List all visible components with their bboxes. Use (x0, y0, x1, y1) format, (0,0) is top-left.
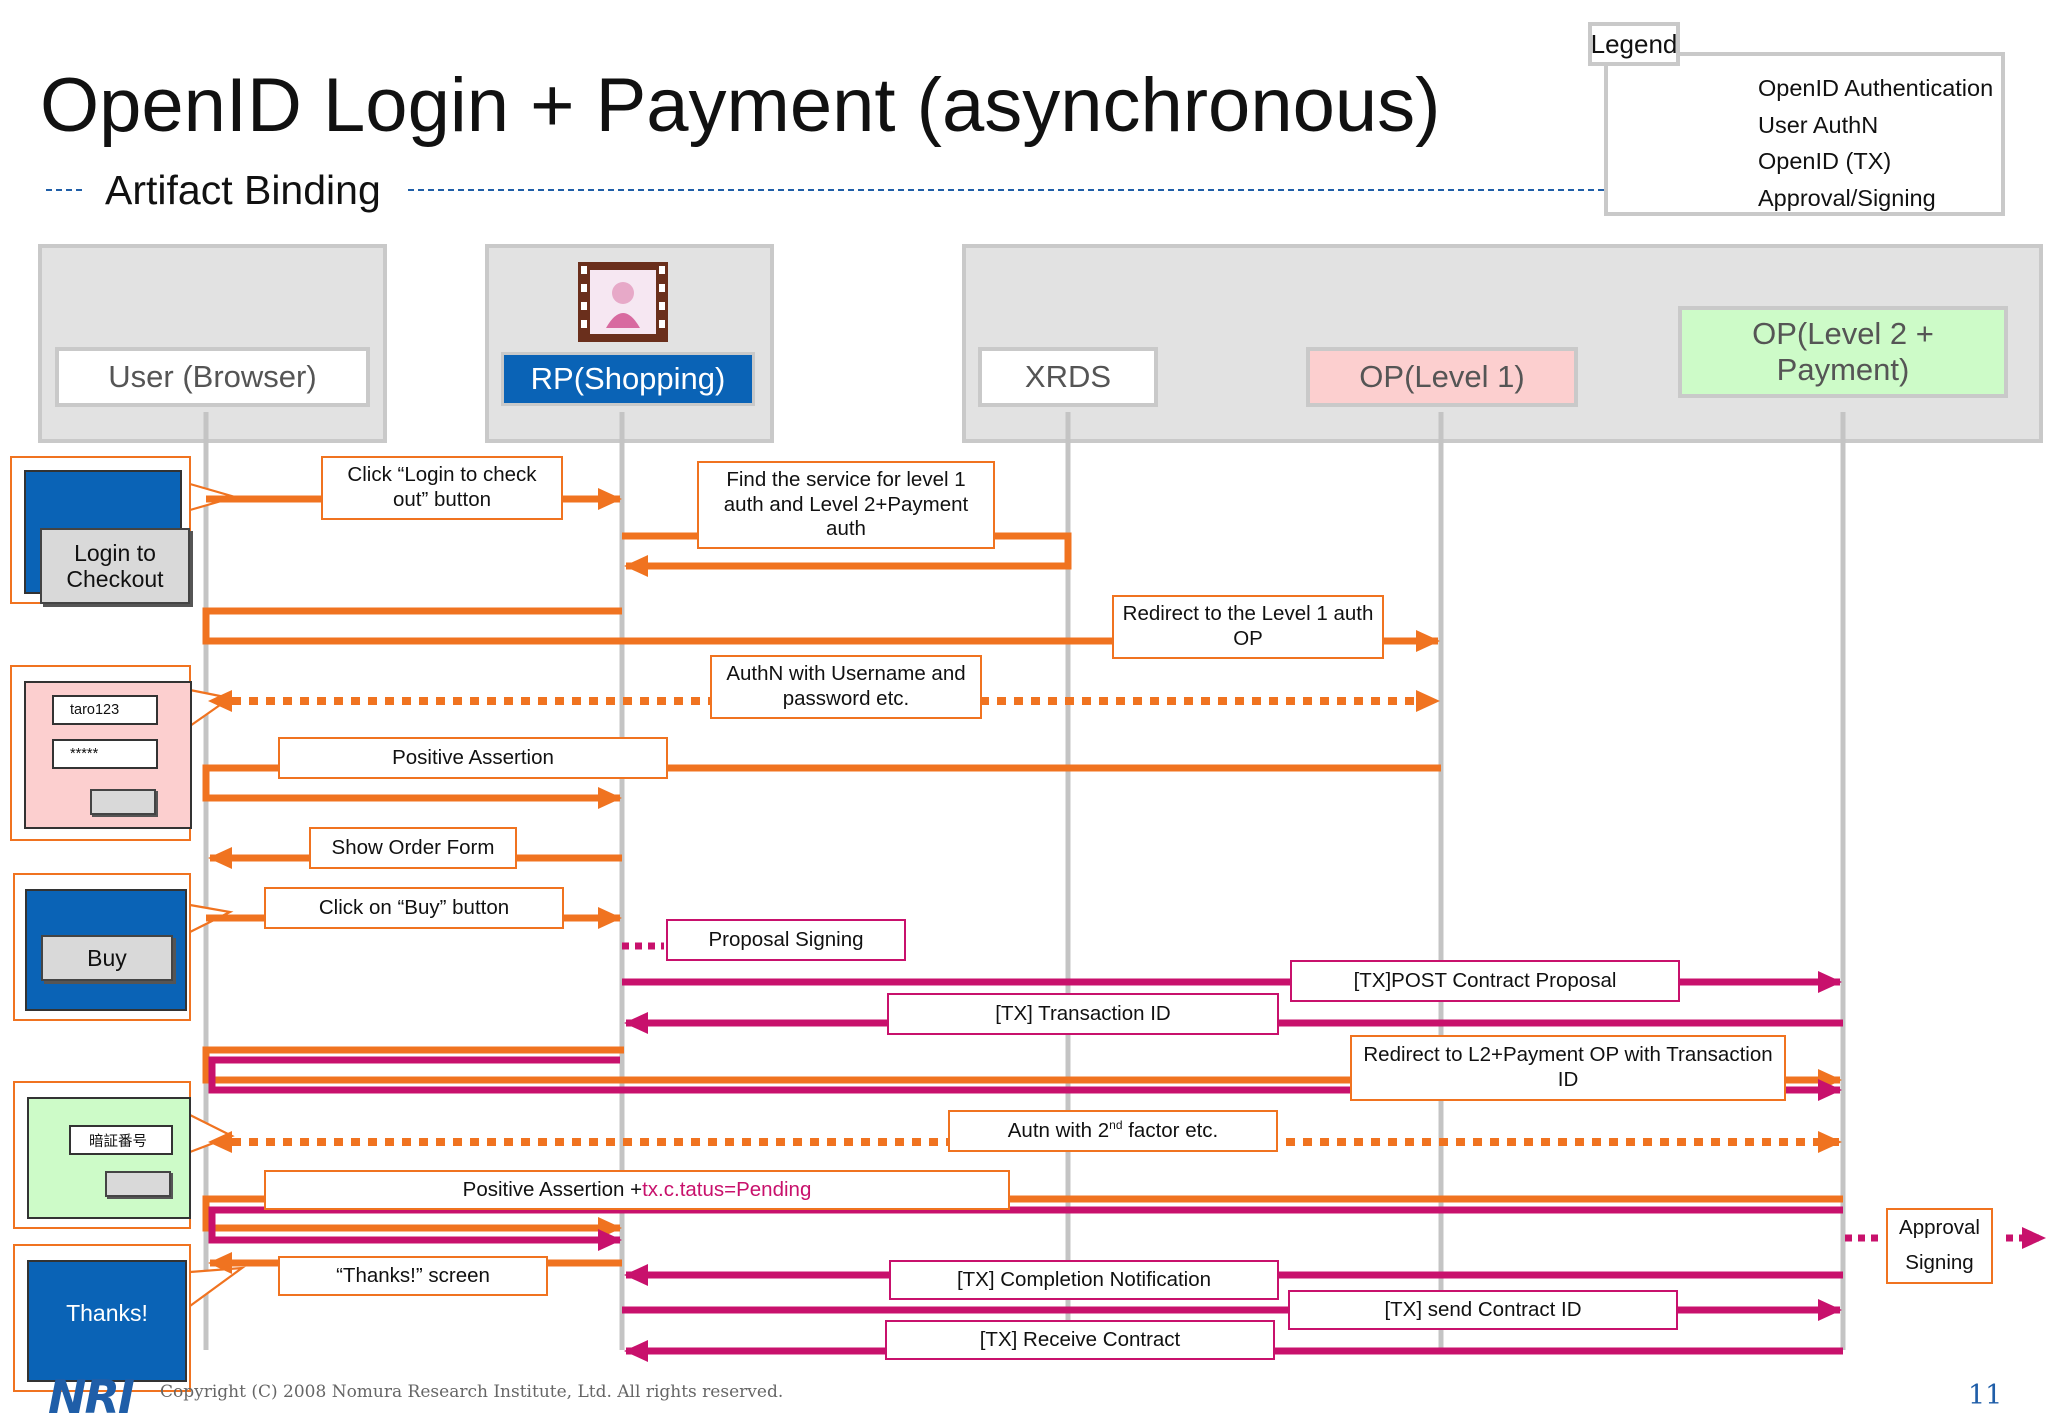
msg-line-positive-assertion (202, 764, 1441, 809)
thanks-message: Thanks! (66, 1300, 148, 1326)
legend-title: Legend (1588, 22, 1680, 66)
label-post-contract: [TX]POST Contract Proposal (1290, 960, 1680, 1002)
actor-user: User (Browser) (55, 347, 370, 407)
credentials-submit-button[interactable] (90, 789, 156, 815)
callout-thanks (189, 1266, 246, 1307)
password-field[interactable]: ***** (52, 739, 158, 769)
page-number: 11 (1968, 1380, 2003, 1411)
mockup-thanks: Thanks! (13, 1244, 191, 1392)
msg-line-redirect-l2-magenta (208, 1056, 1842, 1101)
actor-op2: OP(Level 2 + Payment) (1678, 306, 2008, 398)
msg-line-positive-pending-magenta (208, 1206, 1843, 1251)
pin-field[interactable]: 暗証番号 (69, 1125, 173, 1155)
mockup-buy: Buy (13, 873, 191, 1021)
legend-item-openid-tx: OpenID (TX) (1758, 148, 1892, 174)
label-approval: Approval (1899, 1216, 1980, 1240)
label-2nd-factor-pre: Autn with 2 (1007, 1119, 1110, 1143)
label-transaction-id: [TX] Transaction ID (887, 993, 1279, 1035)
label-show-order: Show Order Form (309, 827, 517, 869)
film-strip-icon (578, 262, 668, 342)
actor-rp: RP(Shopping) (501, 352, 755, 406)
label-2nd-factor-post: factor etc. (1122, 1119, 1219, 1143)
label-proposal-signing: Proposal Signing (666, 919, 906, 961)
legend-item-user-authn: User AuthN (1758, 112, 1879, 138)
label-completion: [TX] Completion Notification (889, 1260, 1279, 1300)
label-positive-pending-text: Positive Assertion +tx.c.tatus=Pending (463, 1178, 812, 1203)
label-click-buy: Click on “Buy” button (264, 887, 564, 929)
label-authn-username: AuthN with Username and password etc. (710, 655, 982, 719)
panel-user (38, 244, 387, 443)
label-2nd-factor-text: Autn with 2nd factor etc. (1008, 1118, 1219, 1143)
username-field[interactable]: taro123 (52, 695, 158, 725)
label-redirect-l1: Redirect to the Level 1 auth OP (1112, 595, 1384, 659)
page-title: OpenID Login + Payment (asynchronous) (40, 63, 1441, 148)
msg-line-redirect-l2-orange (202, 1046, 1842, 1091)
legend (1604, 52, 2005, 216)
mockup-credentials: taro123 ***** (10, 665, 192, 841)
login-to-checkout-button[interactable]: Login to Checkout (40, 528, 190, 604)
mockup-login: Login to Checkout (10, 456, 191, 604)
label-positive-pending: Positive Assertion +tx.c.tatus=Pending (264, 1170, 1010, 1210)
mockup-pin: 暗証番号 (13, 1081, 191, 1229)
msg-line-positive-pending-orange (202, 1195, 1843, 1239)
actor-xrds: XRDS (978, 347, 1158, 407)
copyright: Copyright (C) 2008 Nomura Research Insti… (160, 1384, 784, 1402)
page-subtitle: Artifact Binding (105, 167, 381, 213)
label-send-contract-id: [TX] send Contract ID (1288, 1290, 1678, 1330)
msg-line-redirect-l1 (202, 607, 1440, 652)
label-receive-contract: [TX] Receive Contract (885, 1320, 1275, 1360)
nri-logo: NRI (48, 1370, 135, 1424)
mockup-thanks-screen (27, 1260, 187, 1382)
label-thanks-screen: “Thanks!” screen (278, 1256, 548, 1296)
legend-item-openid-auth: OpenID Authentication (1758, 75, 1994, 101)
pin-submit-button[interactable] (105, 1171, 171, 1197)
label-click-login: Click “Login to check out” button (321, 456, 563, 520)
label-2nd-factor: Autn with 2nd factor etc. (948, 1110, 1278, 1152)
label-positive-pending-status: tx.c.tatus=Pending (642, 1177, 812, 1201)
label-positive-pending-pre: Positive Assertion + (462, 1177, 643, 1201)
label-positive-assertion: Positive Assertion (278, 737, 668, 779)
label-signing: Signing (1905, 1251, 1974, 1274)
label-find-service: Find the service for level 1 auth and Le… (697, 461, 995, 549)
legend-item-approval: Approval/Signing (1758, 185, 1936, 211)
buy-button[interactable]: Buy (41, 935, 173, 981)
actor-op1: OP(Level 1) (1306, 347, 1578, 407)
label-redirect-l2: Redirect to L2+Payment OP with Transacti… (1350, 1035, 1786, 1101)
msg-line-authn-head (208, 690, 232, 712)
mockup-pin-screen (27, 1097, 191, 1219)
label-2nd-factor-sup: nd (1109, 1118, 1123, 1133)
msg-line-2nd-factor-head (208, 1131, 232, 1153)
